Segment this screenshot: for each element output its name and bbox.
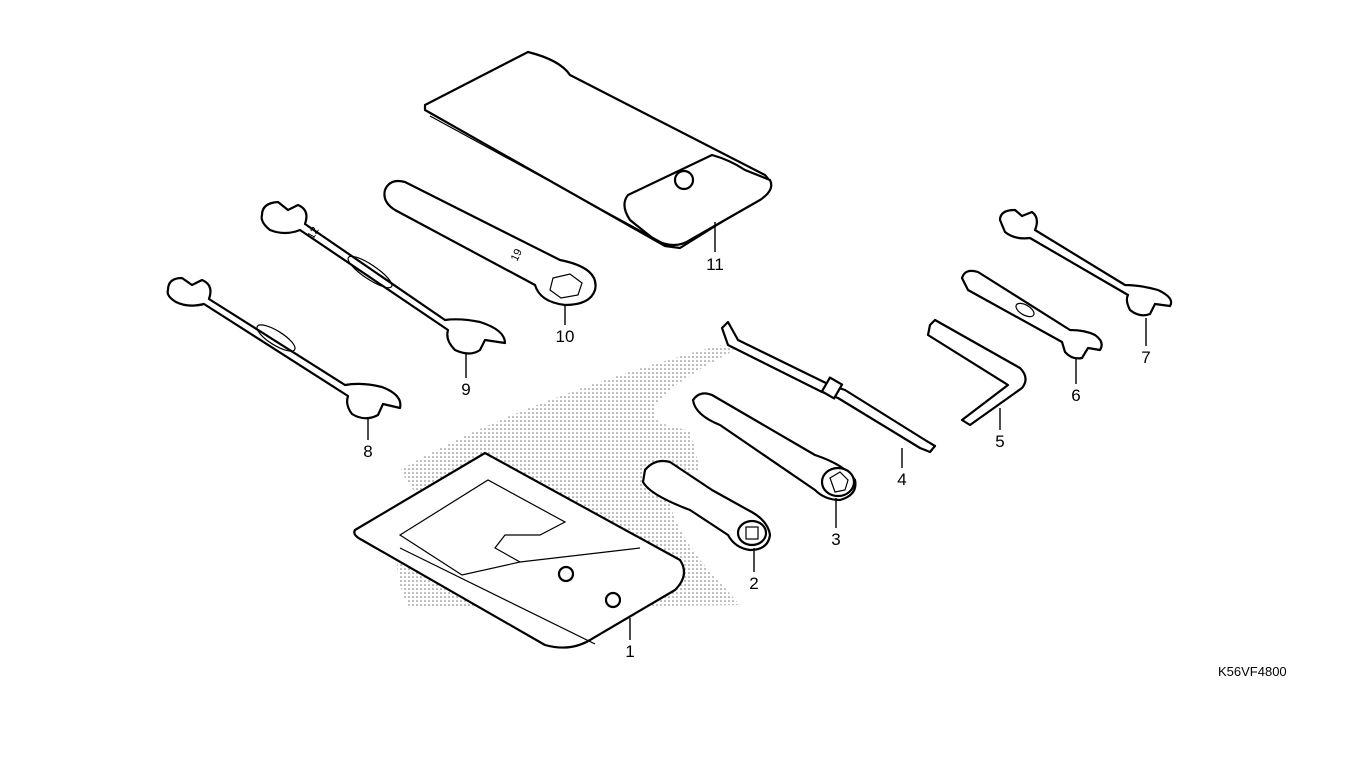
wrench-10x12 (998, 208, 1173, 317)
spark-plug-wrench (691, 392, 857, 502)
callout-6: 6 (1071, 386, 1080, 405)
callout-8: 8 (363, 442, 372, 461)
tool-bag (423, 50, 773, 250)
wrench-12x14: 12 (260, 200, 507, 355)
svg-text:19: 19 (509, 247, 525, 263)
svg-text:12: 12 (305, 225, 322, 242)
wrench-8 (960, 269, 1103, 360)
callout-11: 11 (706, 255, 724, 274)
callout-7: 7 (1141, 348, 1150, 367)
callout-5: 5 (995, 432, 1004, 451)
owner-document-pouch (353, 451, 686, 649)
callout-9: 9 (461, 380, 470, 399)
callout-10: 10 (556, 327, 575, 346)
callout-3: 3 (831, 530, 840, 549)
figure-code: K56VF4800 (1218, 664, 1287, 679)
callout-4: 4 (897, 470, 906, 489)
screwdriver (720, 320, 937, 454)
socket-wrench-handle (641, 459, 772, 552)
wrench-10x14 (166, 276, 402, 420)
box-wrench-19: 19 (383, 179, 597, 307)
callout-2: 2 (749, 574, 758, 593)
callout-1: 1 (625, 642, 634, 661)
hex-key (926, 318, 1027, 427)
